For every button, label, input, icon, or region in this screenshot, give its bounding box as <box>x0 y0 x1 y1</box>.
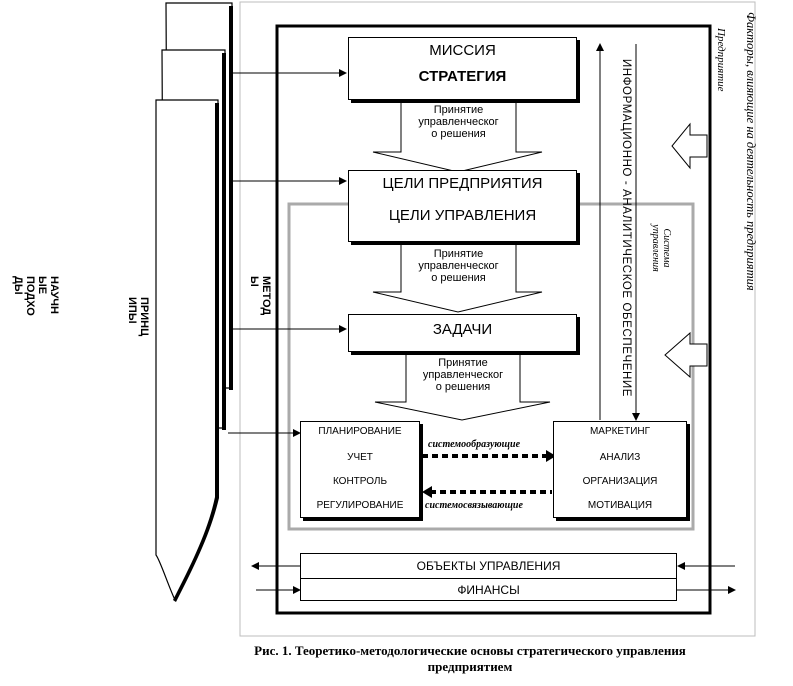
factors-label: Факторы, влияющие на деятельность предпр… <box>744 12 758 291</box>
mission-strategy-box: МИССИЯ СТРАТЕГИЯ <box>348 37 577 100</box>
decision-3-line-3: о решения <box>435 381 491 393</box>
approaches-line-1: НАУЧН <box>48 276 60 314</box>
decision-1-line-1: Принятие <box>433 104 484 116</box>
tasks-box: ЗАДАЧИ <box>348 314 577 352</box>
enterprise-label: Предприятие <box>715 28 727 92</box>
approaches-line-2: ЫЕ <box>36 276 48 295</box>
business-functions-box: МАРКЕТИНГ АНАЛИЗ ОРГАНИЗАЦИЯ МОТИВАЦИЯ <box>553 421 687 518</box>
principles-line-2: ИПЫ <box>126 297 138 324</box>
decision-2-line-1: Принятие <box>433 248 484 260</box>
objects-label: ОБЪЕКТЫ УПРАВЛЕНИЯ <box>416 559 561 573</box>
function-regulation: РЕГУЛИРОВАНИЕ <box>316 500 404 511</box>
decision-2-line-3: о решения <box>431 272 486 284</box>
factor-arrow-upper <box>671 122 708 170</box>
factor-arrow-lower <box>664 331 708 379</box>
principles-label: ПРИНЦ ИПЫ <box>126 297 150 336</box>
decision-2-line-2: управленческог <box>418 260 499 272</box>
strategy-label: СТРАТЕГИЯ <box>418 68 507 85</box>
management-system-line-2: управления <box>650 224 661 272</box>
figure-caption: Рис. 1. Теоретико-методологические основ… <box>190 643 750 675</box>
system-forming-label: системообразующие <box>428 439 521 450</box>
enterprise-goals-label: ЦЕЛИ ПРЕДПРИЯТИЯ <box>382 175 543 192</box>
environment-frame <box>239 1 756 637</box>
function-motivation: МОТИВАЦИЯ <box>587 500 653 511</box>
caption-line-2: предприятием <box>427 659 513 674</box>
methods-line-2: Ы <box>248 276 260 287</box>
finance-label: ФИНАНСЫ <box>457 583 520 597</box>
function-accounting: УЧЕТ <box>347 452 373 463</box>
management-functions-box: ПЛАНИРОВАНИЕ УЧЕТ КОНТРОЛЬ РЕГУЛИРОВАНИЕ <box>300 421 420 518</box>
approaches-line-3: ПОДХО <box>24 276 36 316</box>
info-support-label: ИНФОРМАЦИОННО - АНАЛИТИЧЕСКОЕ ОБЕСПЕЧЕНИ… <box>620 58 632 398</box>
objects-finance-box: ОБЪЕКТЫ УПРАВЛЕНИЯ ФИНАНСЫ <box>300 553 677 601</box>
decision-arrow-3 <box>374 351 551 421</box>
methods-line-1: МЕТОД <box>260 276 272 316</box>
system-linking-label: системосвязывающие <box>425 500 523 511</box>
function-control: КОНТРОЛЬ <box>332 476 388 487</box>
function-organization: ОРГАНИЗАЦИЯ <box>582 476 658 487</box>
mission-label: МИССИЯ <box>429 42 496 59</box>
approaches-line-4: ДЫ <box>12 276 24 295</box>
tasks-label: ЗАДАЧИ <box>432 321 493 338</box>
function-analysis: АНАЛИЗ <box>599 452 641 463</box>
decision-text-3: Принятие управленческог о решения <box>406 357 520 393</box>
decision-arrow-2 <box>372 241 543 313</box>
scientific-approaches-label: НАУЧН ЫЕ ПОДХО ДЫ <box>12 276 60 316</box>
decision-3-line-2: управленческог <box>422 369 504 381</box>
principles-line-1: ПРИНЦ <box>138 297 150 337</box>
enterprise-frame <box>275 24 712 615</box>
decision-text-2: Принятие управленческог о решения <box>401 248 516 284</box>
caption-line-1: Рис. 1. Теоретико-методологические основ… <box>254 643 686 658</box>
decision-1-line-3: о решения <box>431 128 486 140</box>
function-marketing: МАРКЕТИНГ <box>589 426 651 437</box>
function-planning: ПЛАНИРОВАНИЕ <box>318 426 402 437</box>
management-system-line-1: Система <box>661 228 672 268</box>
decision-arrow-1 <box>372 100 543 173</box>
decision-3-line-1: Принятие <box>438 357 488 369</box>
decision-text-1: Принятие управленческог о решения <box>401 104 516 140</box>
decision-1-line-2: управленческог <box>418 116 499 128</box>
management-system-label: Система управления <box>650 208 672 288</box>
management-goals-label: ЦЕЛИ УПРАВЛЕНИЯ <box>388 207 537 224</box>
goals-box: ЦЕЛИ ПРЕДПРИЯТИЯ ЦЕЛИ УПРАВЛЕНИЯ <box>348 170 577 242</box>
methodology-pages <box>155 2 233 602</box>
methods-label: МЕТОД Ы <box>248 276 272 315</box>
